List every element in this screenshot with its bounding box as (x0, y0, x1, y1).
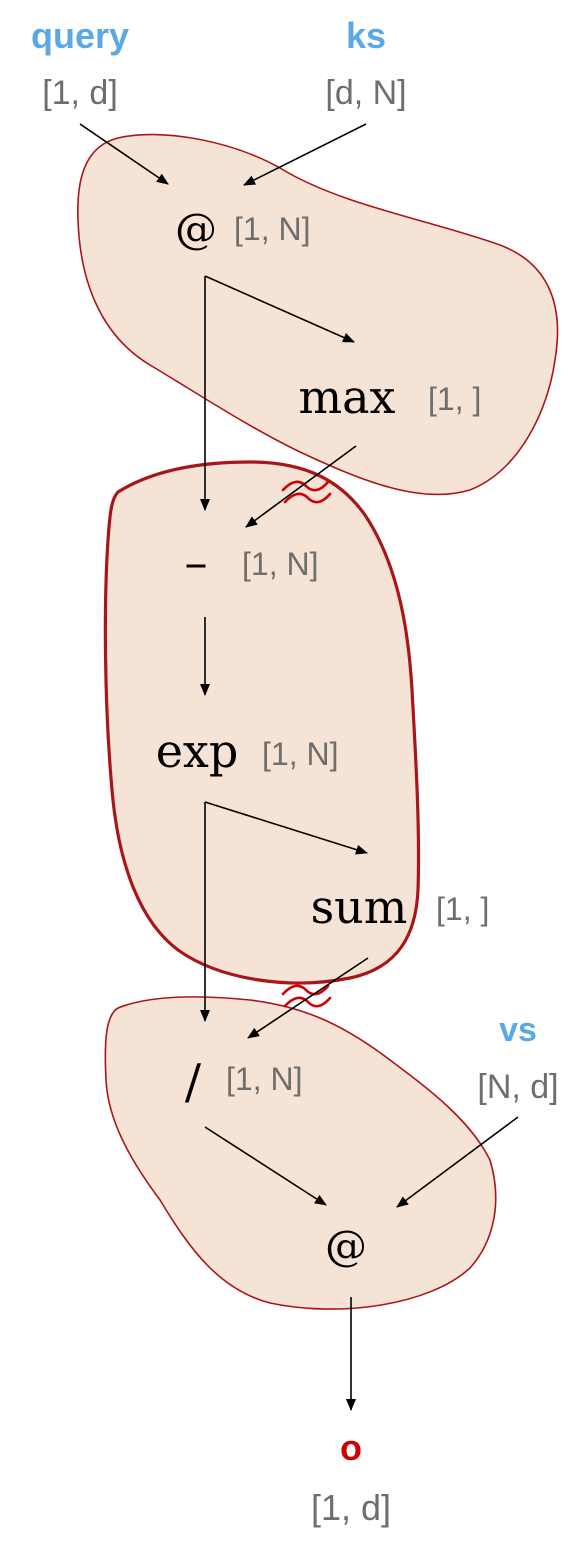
edge-max-to-sub (245, 445, 357, 528)
fused-region-matmul-max (77, 133, 559, 496)
fused-region-sub-exp-sum (103, 460, 421, 985)
node-exp-shape: [1, N] (262, 736, 338, 772)
node-div-shape: [1, N] (226, 1061, 302, 1097)
node-sum-shape: [1, ] (436, 891, 489, 927)
node-max-op: max (299, 370, 396, 424)
edge-ks-to-matmul1 (243, 123, 367, 186)
node-div-op: / (185, 1054, 202, 1110)
cut-mark-2 (281, 984, 332, 1008)
output-name: o (340, 1427, 362, 1468)
edge-div-to-matmul2 (204, 1126, 327, 1206)
input-query-name: query (31, 15, 129, 56)
output-shape: [1, d] (311, 1487, 391, 1528)
input-ks-shape: [d, N] (325, 74, 406, 112)
input-vs-name: vs (499, 1011, 537, 1049)
edge-exp-to-sum (204, 801, 368, 855)
edge-vs-to-matmul2 (396, 1116, 519, 1208)
node-matmul2-op: @ (325, 1221, 367, 1270)
node-max-shape: [1, ] (428, 381, 481, 417)
node-matmul1-op: @ (175, 204, 217, 253)
input-query-shape: [1, d] (42, 74, 118, 112)
fused-region-div-matmul (104, 996, 497, 1310)
edge-query-to-matmul1 (79, 123, 169, 185)
node-sub-op: – (185, 535, 208, 589)
node-sub-shape: [1, N] (242, 546, 318, 582)
input-vs-shape: [N, d] (477, 1068, 558, 1106)
node-sum-op: sum (311, 880, 408, 934)
input-ks-name: ks (346, 15, 386, 56)
node-exp-op: exp (156, 724, 239, 778)
edge-matmul1-to-max (204, 275, 355, 343)
node-matmul1-shape: [1, N] (234, 211, 310, 247)
edge-sum-to-div (247, 957, 369, 1039)
cut-mark-1 (281, 480, 332, 504)
